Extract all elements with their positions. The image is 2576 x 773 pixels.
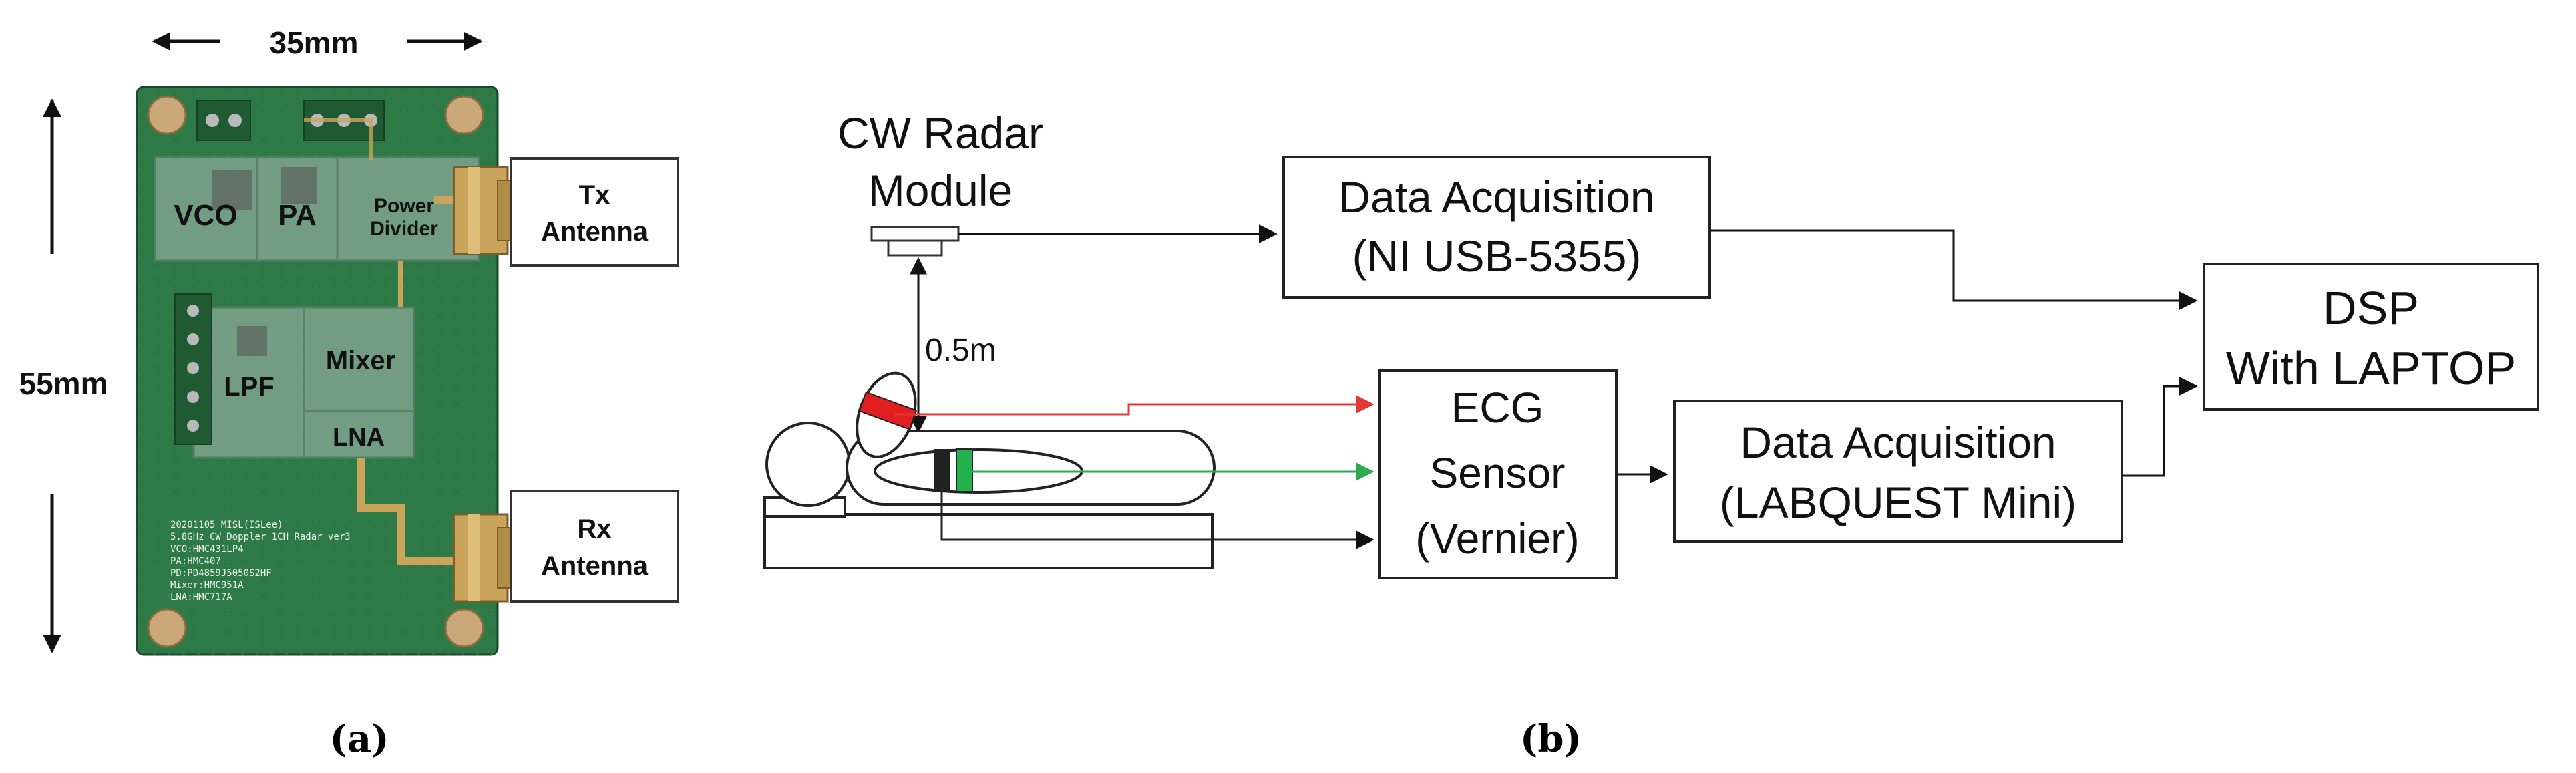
- tx-sma-connector: [453, 166, 518, 255]
- height-label: 55mm: [19, 366, 108, 401]
- block-power-divider-line2: Divider: [370, 218, 438, 240]
- width-dimension: 35mm: [152, 25, 483, 60]
- mount-hole: [147, 608, 187, 648]
- rx-antenna-box: Rx Antenna: [510, 490, 679, 603]
- silkscreen-text: 20201105 MISL(ISLee) 5.8GHz CW Doppler 1…: [170, 520, 351, 603]
- dsp-box: DSP With LAPTOP: [2203, 263, 2539, 411]
- daq-lq-line2: (LABQUEST Mini): [1720, 478, 2076, 527]
- patient-on-bed-illustration: [763, 371, 1216, 569]
- silkscreen-line: Mixer:HMC951A: [170, 580, 244, 591]
- width-label: 35mm: [270, 25, 359, 60]
- ecg-line3: (Vernier): [1415, 514, 1579, 563]
- radar-device-icon: [870, 226, 960, 257]
- block-power-divider-line1: Power: [374, 195, 434, 217]
- ecg-sensor-box: ECG Sensor (Vernier): [1378, 369, 1618, 579]
- wire-black: [940, 492, 1374, 549]
- electrode-green: [956, 448, 973, 492]
- rx-antenna-line1: Rx: [577, 514, 611, 544]
- rx-sma-connector: [453, 513, 518, 603]
- daq-labquest-box: Data Acquisition (LABQUEST Mini): [1673, 400, 2123, 543]
- daq-ni-line1: Data Acquisition: [1338, 172, 1654, 222]
- rx-antenna-line2: Antenna: [541, 551, 649, 581]
- silkscreen-line: VCO:HMC431LP4: [170, 544, 244, 555]
- electrode-black: [934, 449, 950, 492]
- block-pa: PA: [278, 199, 317, 232]
- arrow-daq-lq-to-dsp: [2122, 377, 2198, 477]
- silkscreen-line: LNA:HMC717A: [170, 592, 232, 603]
- ecg-line2: Sensor: [1430, 449, 1566, 497]
- mount-hole: [444, 95, 484, 135]
- distance-label: 0.5m: [925, 333, 996, 368]
- panel-a: 35mm 55mm: [19, 25, 679, 761]
- tx-antenna-line1: Tx: [579, 180, 610, 210]
- tx-antenna-box: Tx Antenna: [510, 157, 679, 267]
- panel-b: CW Radar Module 0.5m Data Acquisition (N…: [763, 108, 2539, 761]
- block-vco: VCO: [174, 199, 237, 232]
- silkscreen-line: 5.8GHz CW Doppler 1CH Radar ver3: [170, 532, 351, 543]
- top-header-pins: [196, 100, 385, 141]
- block-lna: LNA: [333, 424, 385, 452]
- pcb-board: VCO PA Power Divider Mixer LPF LNA: [136, 86, 499, 656]
- mount-hole: [444, 608, 484, 648]
- tx-antenna-line2: Antenna: [541, 217, 649, 247]
- caption-a: (a): [329, 717, 389, 761]
- daq-lq-line1: Data Acquisition: [1740, 418, 2056, 467]
- silkscreen-line: PD:PD4859J5050S2HF: [170, 568, 272, 579]
- dsp-line1: DSP: [2323, 282, 2419, 334]
- caption-b: (b): [1520, 717, 1582, 761]
- daq-ni-box: Data Acquisition (NI USB-5355): [1282, 156, 1711, 299]
- wire-red: [895, 395, 1374, 416]
- arrow-daq-ni-to-dsp: [1710, 229, 2198, 310]
- height-dimension: 55mm: [19, 98, 108, 653]
- silkscreen-line: PA:HMC407: [170, 556, 221, 567]
- dsp-line2: With LAPTOP: [2226, 342, 2516, 394]
- mount-hole: [147, 95, 187, 135]
- silkscreen-line: 20201105 MISL(ISLee): [170, 520, 283, 530]
- radar-label-line2: Module: [868, 166, 1013, 215]
- radar-label-line1: CW Radar: [838, 108, 1043, 158]
- left-pin-header: [174, 293, 212, 445]
- block-mixer: Mixer: [326, 346, 396, 375]
- ecg-line1: ECG: [1451, 383, 1544, 432]
- block-lpf: LPF: [224, 372, 274, 402]
- daq-ni-line2: (NI USB-5355): [1352, 231, 1642, 281]
